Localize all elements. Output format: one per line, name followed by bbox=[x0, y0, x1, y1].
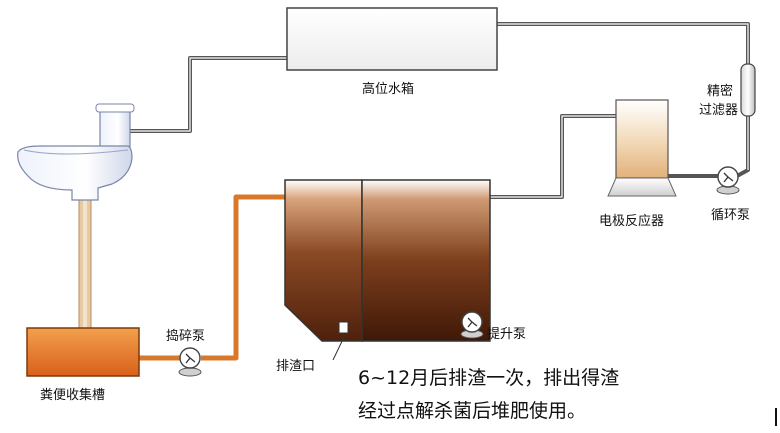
pipe-reactor-to-lift-pump bbox=[470, 114, 617, 318]
toilet-cistern bbox=[99, 109, 131, 151]
label-circulation-pump: 循环泵 bbox=[711, 208, 751, 223]
toilet-cistern-lid bbox=[95, 103, 135, 113]
tank-right-chamber bbox=[361, 179, 491, 342]
feces-collection-tank bbox=[26, 327, 140, 377]
toilet-bowl bbox=[17, 145, 133, 201]
lift-pump bbox=[460, 311, 484, 339]
label-slag-outlet: 排渣口 bbox=[276, 359, 316, 374]
slag-outlet-hatch bbox=[338, 321, 349, 334]
toilet bbox=[17, 103, 135, 201]
slag-outlet-pointer bbox=[332, 334, 346, 361]
label-electrode-reactor: 电极反应器 bbox=[599, 214, 665, 229]
orange-pipes bbox=[139, 194, 285, 361]
label-lift-pump: 提升泵 bbox=[487, 327, 527, 342]
electrode-reactor-base bbox=[607, 177, 677, 197]
circulation-pump bbox=[716, 166, 740, 195]
pipe-crusher-to-tank bbox=[233, 194, 285, 330]
label-crusher-pump: 捣碎泵 bbox=[166, 329, 206, 344]
toilet-seat-line bbox=[23, 149, 129, 155]
label-fine-filter-line1: 精密 bbox=[707, 84, 734, 99]
high-tank bbox=[286, 7, 498, 71]
treatment-tank bbox=[284, 179, 491, 342]
electrode-reactor-body bbox=[615, 99, 669, 179]
label-fine-filter-line2: 过滤器 bbox=[699, 103, 739, 118]
pipe-toilet-to-high-tank bbox=[128, 56, 287, 133]
tank-left-chamber bbox=[284, 179, 363, 342]
toilet-drain-pipe-highlight bbox=[83, 200, 87, 328]
label-feces-tank: 粪便收集槽 bbox=[40, 388, 106, 403]
note-line-2: 经过点解杀菌后堆肥使用。 bbox=[358, 400, 587, 422]
pipe-crusher-up bbox=[201, 330, 239, 361]
pipe-filter-to-pump bbox=[736, 116, 750, 178]
pipe-high-tank-to-filter bbox=[497, 22, 750, 64]
fine-filter bbox=[740, 63, 756, 117]
text-cursor bbox=[775, 408, 777, 426]
label-high-tank: 高位水箱 bbox=[362, 82, 415, 97]
crusher-pump bbox=[178, 347, 202, 377]
note-line-1: 6~12月后排渣一次，排出得渣 bbox=[358, 367, 620, 389]
